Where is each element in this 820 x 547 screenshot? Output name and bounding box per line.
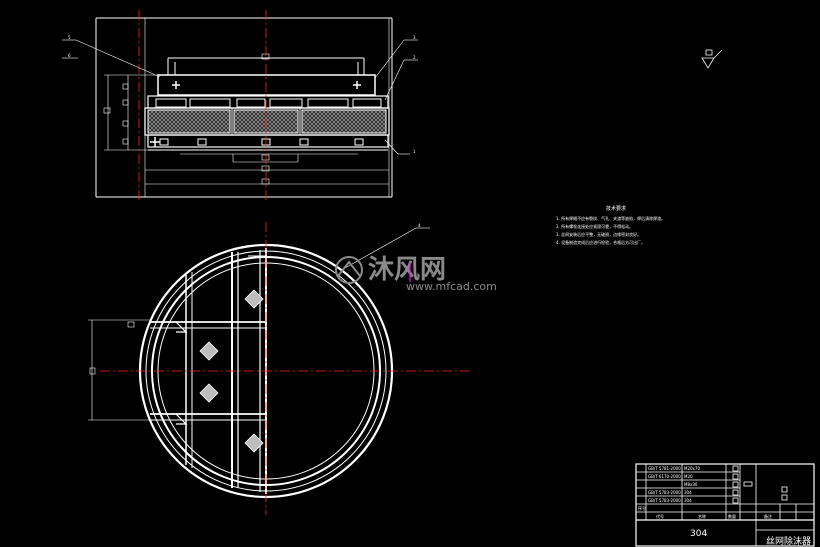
title-block bbox=[635, 463, 815, 547]
tb-row-2-name: M20 bbox=[684, 474, 693, 479]
balloon-1: 1 bbox=[413, 149, 416, 154]
balloon-5: 5 bbox=[68, 35, 71, 40]
note-line-3: 3. 丝网安装后应平整，无破损，边缘密封良好。 bbox=[556, 231, 641, 237]
watermark: 沐风网 www.mfcad.com bbox=[335, 255, 497, 293]
title-block-rows: GB/T 5781-2000 M20x70 GB/T 6170-2000 M20… bbox=[638, 466, 811, 547]
tb-header-no: 序号 bbox=[638, 505, 646, 511]
tb-header-code: 代号 bbox=[656, 513, 664, 519]
balloon-2: 2 bbox=[413, 55, 416, 60]
surface-finish-symbol bbox=[701, 49, 723, 69]
support-markers bbox=[199, 289, 264, 453]
plan-view-centerlines bbox=[100, 222, 470, 515]
note-line-4: 4. 设备制造完成后应进行检验，合格后方可出厂。 bbox=[556, 239, 645, 245]
tb-row-4-code: GB/T 5783-2000 bbox=[648, 490, 681, 495]
balloon-labels: 5 6 3 2 1 4 bbox=[68, 35, 421, 228]
note-line-1: 1. 所有焊缝不应有裂纹、气孔、夹渣等缺陷，焊后清除焊渣。 bbox=[556, 215, 665, 221]
balloon-4: 4 bbox=[418, 223, 421, 228]
tb-title: 丝网除沫器 bbox=[766, 535, 811, 547]
watermark-url: www.mfcad.com bbox=[406, 280, 497, 293]
tb-header-name: 名称 bbox=[698, 513, 706, 519]
watermark-name: 沐风网 bbox=[368, 255, 446, 285]
balloon-3: 3 bbox=[413, 35, 416, 40]
front-view bbox=[95, 17, 393, 198]
front-view-centerlines bbox=[138, 10, 267, 200]
tb-row-5-code: GB/T 5783-2000 bbox=[648, 498, 681, 503]
tb-material: 304 bbox=[690, 529, 707, 539]
tb-header-qty: 数量 bbox=[728, 513, 736, 519]
tb-header-note: 备注 bbox=[764, 513, 772, 519]
leader-lines bbox=[62, 39, 430, 269]
tb-row-4-name: 304 bbox=[684, 490, 692, 495]
tb-row-2-code: GB/T 6170-2000 bbox=[648, 474, 681, 479]
note-line-2: 2. 所有螺栓连接处应紧固可靠，不得松动。 bbox=[556, 223, 633, 229]
tb-row-5-name: 304 bbox=[684, 498, 692, 503]
tb-row-1-code: GB/T 5781-2000 bbox=[648, 466, 681, 471]
balloon-6: 6 bbox=[68, 53, 71, 58]
tb-row-1-name: M20x70 bbox=[684, 466, 700, 471]
tb-row-3-name: M8x30 bbox=[684, 482, 698, 487]
notes-title: 技术要求 bbox=[606, 205, 626, 212]
technical-notes: 技术要求 1. 所有焊缝不应有裂纹、气孔、夹渣等缺陷，焊后清除焊渣。 2. 所有… bbox=[556, 205, 665, 245]
